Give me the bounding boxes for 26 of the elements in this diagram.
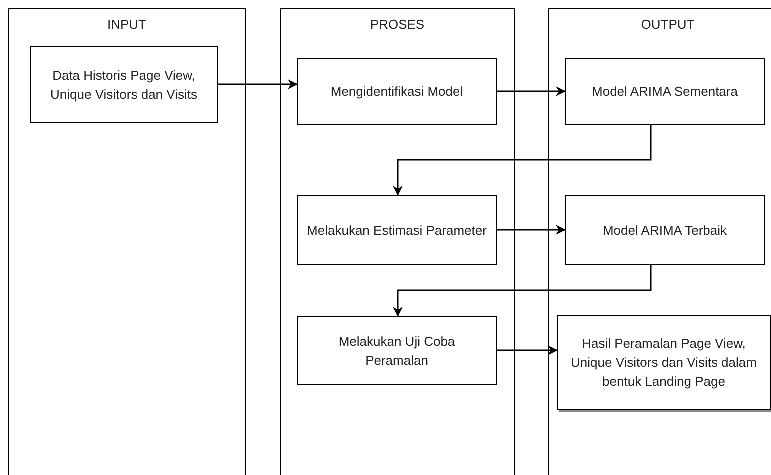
arrow xyxy=(497,225,566,235)
process-box xyxy=(297,195,497,265)
process-box xyxy=(30,46,218,123)
arrow xyxy=(393,125,652,196)
box-label: Data Historis Page View, Unique Visitors dan Visits xyxy=(50,66,198,104)
process-box xyxy=(565,195,765,265)
box-label: Mengidentifikasi Model xyxy=(330,83,464,101)
box-label: Melakukan Estimasi Parameter xyxy=(307,222,487,240)
process-box xyxy=(297,316,497,385)
arrow xyxy=(218,80,298,90)
column-heading: OUTPUT xyxy=(640,16,696,34)
arrow xyxy=(497,86,566,96)
box-label: Model ARIMA Terbaik xyxy=(602,222,728,240)
column-heading: INPUT xyxy=(106,16,148,34)
box-label: Model ARIMA Sementara xyxy=(592,83,738,101)
box-label: Melakukan Uji Coba Peramalan xyxy=(338,332,456,370)
box-label: Hasil Peramalan Page View, Unique Visitors dan Visits dalam bentuk Landing Page xyxy=(570,335,758,391)
column-panel xyxy=(548,8,771,475)
process-box xyxy=(297,58,497,125)
column-panel xyxy=(8,8,246,475)
column-panel xyxy=(280,8,515,475)
arrow xyxy=(393,265,652,317)
column-heading: PROSES xyxy=(369,16,426,34)
process-box xyxy=(565,58,765,125)
process-box xyxy=(557,315,771,410)
arrow xyxy=(497,346,558,356)
